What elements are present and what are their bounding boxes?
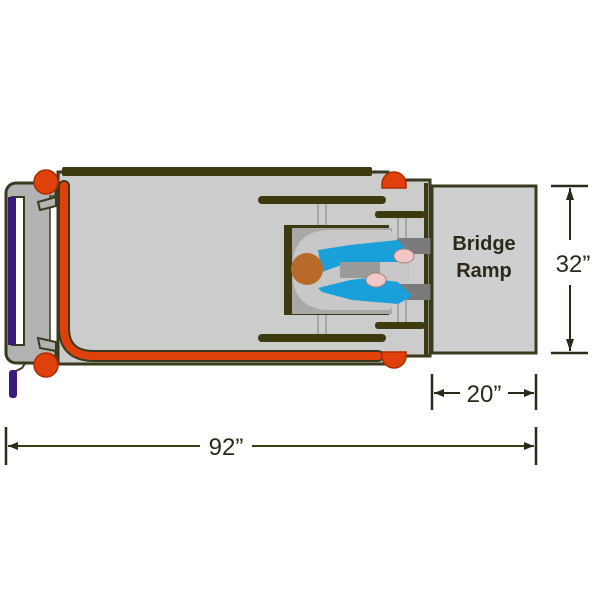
ramp-width-label: 32”: [556, 251, 591, 278]
dimension-ramp-width: 32”: [551, 184, 591, 355]
end-gate: [4, 181, 59, 365]
corner-bumpers: [33, 169, 407, 378]
bridge-ramp: Bridge Ramp: [430, 184, 538, 355]
dimension-total-length: 92”: [4, 427, 538, 465]
ramp-label-line2: Ramp: [456, 260, 512, 282]
ramp-depth-label: 20”: [467, 381, 502, 408]
ramp-label-line1: Bridge: [452, 233, 515, 255]
dimension-ramp-depth: 20”: [430, 374, 538, 410]
wheelchair-user: [284, 225, 435, 315]
gate-handle: [9, 361, 27, 398]
total-length-label: 92”: [209, 434, 244, 461]
